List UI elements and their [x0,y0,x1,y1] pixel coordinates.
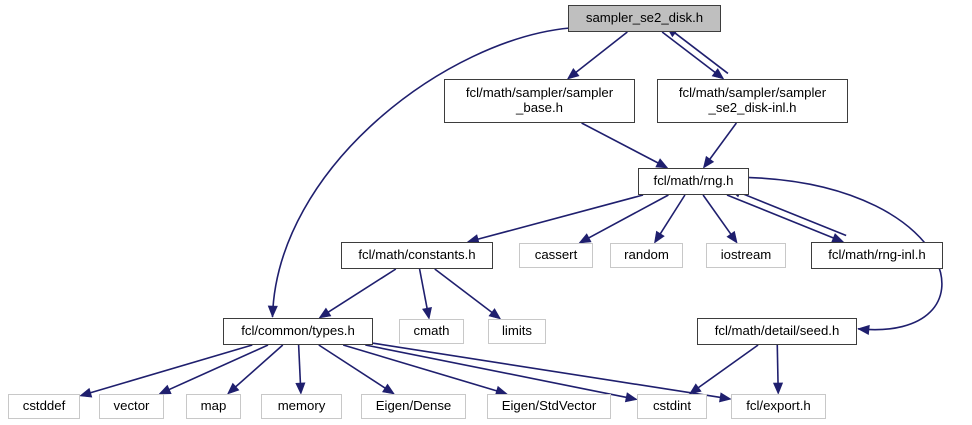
graph-node-label: fcl/export.h [746,398,811,414]
graph-edge-arrowhead [726,230,738,244]
graph-node-label: memory [277,398,326,414]
graph-edge [588,194,669,239]
graph-node-label: Eigen/StdVector [501,398,597,414]
graph-edge-arrowhead [831,233,845,243]
graph-edge [726,194,835,239]
graph-node-fcl-math-rng-inl-h[interactable]: fcl/math/rng-inl.h [811,242,943,269]
graph-node-label: vector [113,398,150,414]
graph-node-map[interactable]: map [186,394,241,419]
graph-edge-arrowhead [267,305,278,318]
graph-edge [697,344,759,389]
graph-edge-arrowhead [772,382,784,395]
graph-node-fcl-math-sampler-sampler-base-h[interactable]: fcl/math/sampler/sampler _base.h [444,79,635,123]
graph-edge-arrowhead [654,230,665,244]
graph-node-fcl-export-h[interactable]: fcl/export.h [731,394,826,419]
graph-edge-arrowhead [578,233,592,244]
graph-node-label: sampler_se2_disk.h [585,10,704,26]
graph-node-limits[interactable]: limits [488,319,546,344]
graph-edge [477,194,644,241]
graph-edge-arrowhead [719,392,732,403]
graph-node-label: limits [501,323,533,339]
graph-edge [365,344,627,399]
graph-edge [168,344,269,391]
graph-edge [271,27,571,318]
graph-node-label: cmath [413,323,450,339]
graph-node-label: fcl/math/rng.h [653,173,734,189]
graph-edge-arrowhead [566,68,580,80]
graph-edge-arrowhead [702,155,715,169]
graph-edge [575,31,628,74]
graph-edge-arrowhead [711,68,725,80]
graph-edge [434,268,493,314]
graph-edge-arrowhead [488,308,502,320]
graph-node-label: fcl/math/rng-inl.h [828,247,926,263]
graph-edge-arrowhead [227,382,240,395]
graph-edge [581,122,659,164]
graph-edge [372,342,721,399]
graph-node-cstddef[interactable]: cstddef [8,394,80,419]
graph-edge [318,344,386,389]
graph-node-label: random [624,247,669,263]
graph-node-label: fcl/math/sampler/sampler _se2_disk-inl.h [678,85,827,115]
graph-node-label: cstdint [652,398,692,414]
graph-edge [702,194,732,235]
graph-node-cmath[interactable]: cmath [399,319,464,344]
graph-node-fcl-math-rng-h[interactable]: fcl/math/rng.h [638,168,749,195]
graph-edge [234,344,284,388]
graph-node-label: fcl/math/sampler/sampler _base.h [465,85,614,115]
graph-node-label: cassert [534,247,578,263]
graph-node-sampler-se2-disk-h[interactable]: sampler_se2_disk.h [568,5,721,32]
graph-node-fcl-math-detail-seed-h[interactable]: fcl/math/detail/seed.h [697,318,857,345]
graph-node-label: cstddef [22,398,66,414]
graph-edge [89,344,253,394]
graph-edge-arrowhead [382,383,395,395]
graph-edge [708,122,738,161]
graph-node-label: fcl/math/detail/seed.h [714,323,840,339]
graph-edge-arrowhead [79,387,93,398]
graph-node-memory[interactable]: memory [261,394,342,419]
graph-edge [739,191,847,237]
graph-node-cassert[interactable]: cassert [519,243,593,268]
graph-edge-arrowhead [688,383,702,395]
graph-node-fcl-math-sampler-sampler-se2-disk-inl-h[interactable]: fcl/math/sampler/sampler _se2_disk-inl.h [657,79,848,123]
graph-node-random[interactable]: random [610,243,683,268]
graph-edge [674,32,729,75]
graph-edge [342,344,498,392]
graph-edge [661,31,716,74]
graph-node-eigen-dense[interactable]: Eigen/Dense [361,394,466,419]
graph-node-iostream[interactable]: iostream [706,243,786,268]
graph-node-fcl-common-types-h[interactable]: fcl/common/types.h [223,318,373,345]
graph-edge [418,268,428,309]
graph-node-fcl-math-constants-h[interactable]: fcl/math/constants.h [341,242,493,269]
graph-edge [659,194,686,235]
graph-node-label: Eigen/Dense [375,398,452,414]
graph-edge-arrowhead [158,384,172,395]
graph-node-label: iostream [720,247,772,263]
graph-edge [297,344,302,384]
graph-edge-arrowhead [295,382,306,395]
graph-edge-arrowhead [422,306,432,320]
graph-node-label: fcl/math/constants.h [358,247,476,263]
graph-node-eigen-stdvector[interactable]: Eigen/StdVector [487,394,611,419]
graph-node-label: fcl/common/types.h [241,323,355,339]
graph-edge-arrowhead [624,392,638,403]
graph-node-vector[interactable]: vector [99,394,164,419]
graph-edge-arrowhead [857,324,870,335]
graph-edge-arrowhead [318,307,332,319]
graph-node-cstdint[interactable]: cstdint [637,394,707,419]
graph-edge-arrowhead [655,158,669,169]
graph-node-label: map [200,398,227,414]
graph-edge [776,344,779,384]
graph-edge [327,268,397,314]
